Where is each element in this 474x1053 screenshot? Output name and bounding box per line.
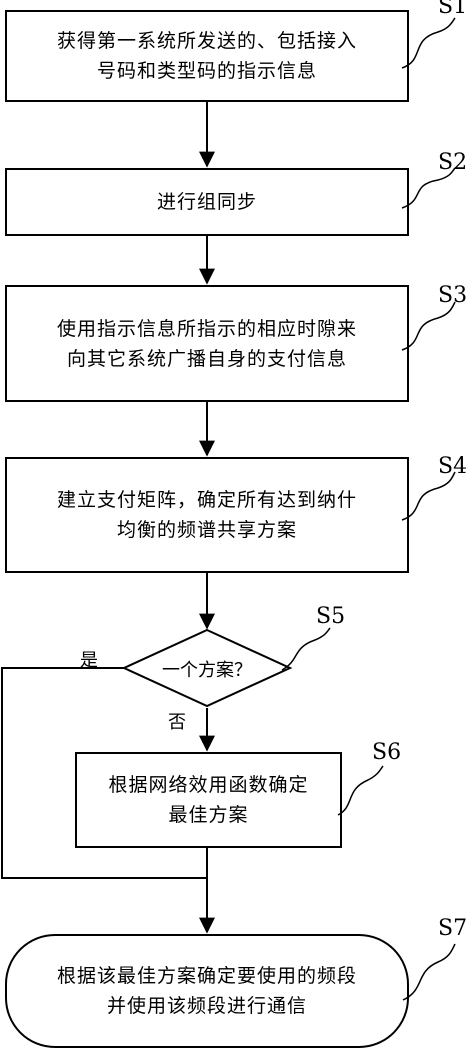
yes-branch-label: 是 xyxy=(80,650,98,671)
yes-bypass-line xyxy=(1,667,207,879)
s6-leader-line xyxy=(337,765,384,816)
s4-leader-line xyxy=(401,471,456,521)
step-s4-box: 建立支付矩阵，确定所有达到纳什 均衡的频谱共享方案 xyxy=(5,457,409,573)
step-s3-box: 使用指示信息所指示的相应时隙来 向其它系统广播自身的支付信息 xyxy=(5,285,409,402)
step-s1-label: S1 xyxy=(438,0,468,19)
step-s3-label: S3 xyxy=(438,283,468,308)
no-branch-label: 否 xyxy=(168,712,186,733)
decision-s5-text: 一个方案？ xyxy=(162,660,252,681)
step-s3-text: 使用指示信息所指示的相应时隙来 向其它系统广播自身的支付信息 xyxy=(56,317,357,370)
step-s5-label: S5 xyxy=(316,604,346,629)
s1-leader-line xyxy=(401,17,456,69)
step-s7-text: 根据该最佳方案确定要使用的频段 并使用该频段进行通信 xyxy=(56,965,357,1017)
step-s7-label: S7 xyxy=(438,916,468,941)
step-s2-label: S2 xyxy=(438,150,468,175)
s5-leader-line xyxy=(281,627,331,671)
step-s6-label: S6 xyxy=(372,740,402,765)
s3-leader-line xyxy=(401,301,456,351)
step-s4-label: S4 xyxy=(438,454,468,479)
step-s1-text: 获得第一系统所发送的、包括接入 号码和类型码的指示信息 xyxy=(56,30,357,82)
s7-leader-line xyxy=(402,943,456,1001)
step-s6-box: 根据网络效用函数确定 最佳方案 xyxy=(75,752,342,848)
s2-leader-line xyxy=(401,167,456,209)
step-s1-box: 获得第一系统所发送的、包括接入 号码和类型码的指示信息 xyxy=(5,10,409,102)
step-s4-text: 建立支付矩阵，确定所有达到纳什 均衡的频谱共享方案 xyxy=(56,489,357,541)
step-s2-text: 进行组同步 xyxy=(156,191,257,213)
step-s2-box: 进行组同步 xyxy=(5,168,409,236)
decision-diamond-s5 xyxy=(121,628,293,708)
step-s6-text: 根据网络效用函数确定 最佳方案 xyxy=(108,774,309,826)
step-s7-terminal: 根据该最佳方案确定要使用的频段 并使用该频段进行通信 xyxy=(5,934,409,1048)
